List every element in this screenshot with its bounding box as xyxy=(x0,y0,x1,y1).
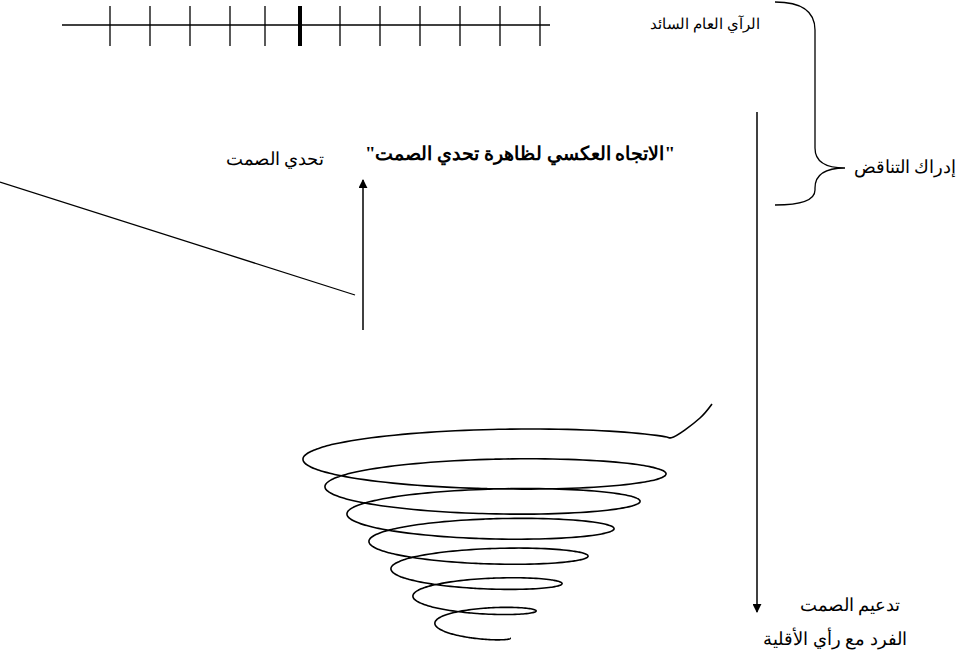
scale-tick xyxy=(539,6,540,46)
scale-tick xyxy=(459,6,460,46)
scale-tick xyxy=(499,6,500,46)
curly-brace xyxy=(775,2,845,205)
scale-tick xyxy=(229,6,230,46)
down-arrow xyxy=(756,112,758,612)
leader-line xyxy=(0,182,355,295)
scale-tick xyxy=(379,6,380,46)
up-arrow xyxy=(362,180,364,330)
label: الرآي العام السائد xyxy=(650,15,760,33)
scale-line xyxy=(62,24,550,25)
spiral-of-silence xyxy=(303,404,712,640)
scale-tick xyxy=(419,6,420,46)
scale-tick xyxy=(189,6,190,46)
opinion-scale xyxy=(62,6,550,46)
scale-tick xyxy=(298,6,302,46)
label: تحدي الصمت xyxy=(226,149,325,171)
label: تدعيم الصمت xyxy=(800,595,901,617)
label: إدراك التناقض xyxy=(854,157,957,179)
scale-tick xyxy=(339,6,340,46)
scale-tick xyxy=(109,6,110,46)
scale-tick xyxy=(264,6,265,46)
label: "الاتجاه العكسي لظاهرة تحدي الصمت" xyxy=(365,143,675,166)
scale-tick xyxy=(149,6,150,46)
label: الفرد مع رأي الأقلية xyxy=(763,629,907,651)
